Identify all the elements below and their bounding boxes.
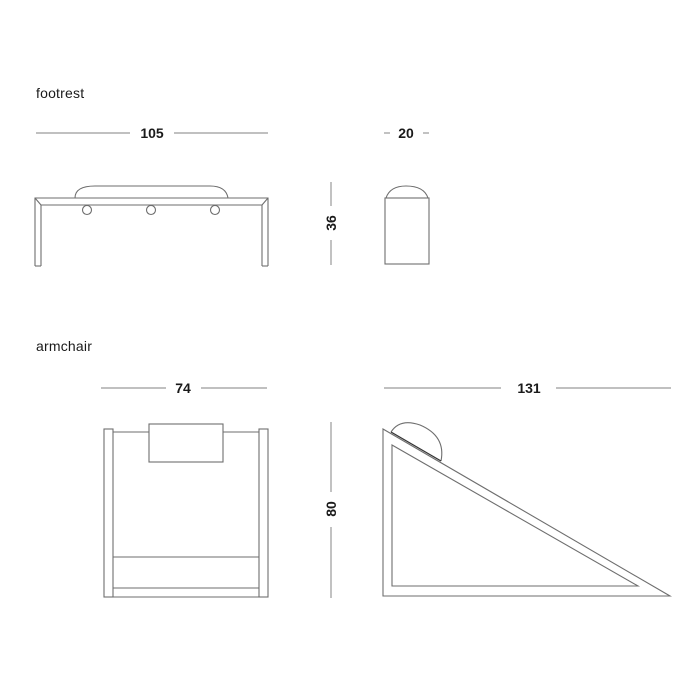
armchair-depth-label: 131 [508, 380, 550, 396]
armchair-width-label: 74 [168, 380, 198, 396]
footrest-width-label: 105 [134, 125, 170, 141]
footrest-side-view [384, 185, 430, 265]
footrest-depth-label: 20 [392, 125, 420, 141]
footrest-front-view [34, 185, 269, 267]
armchair-title: armchair [36, 338, 93, 354]
armchair-side-view [382, 422, 673, 597]
footrest-title: footrest [36, 85, 85, 101]
armchair-front-view [103, 423, 269, 598]
armchair-height-label: 80 [323, 495, 339, 523]
footrest-height-label: 36 [323, 209, 339, 237]
